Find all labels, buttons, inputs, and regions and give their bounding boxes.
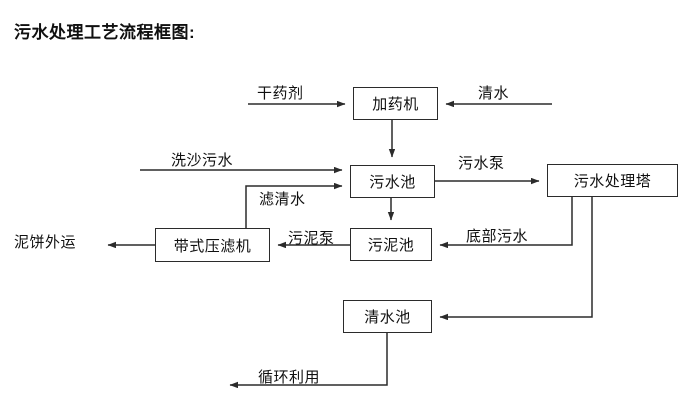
node-clear-water-pool[interactable]: 清水池 [343,300,432,333]
edge-label-clean-water: 清水 [478,85,510,102]
edge-label-recycle: 循环利用 [258,369,321,386]
edge-filtrate [245,182,343,228]
node-dosing-label: 加药机 [372,96,419,113]
node-clear-water-pool-label: 清水池 [364,309,411,326]
node-sewage-pool-label: 污水池 [369,174,416,191]
edge-label-filtrate: 滤清水 [259,191,306,208]
edge-bottom-sewage [439,197,573,249]
node-sludge-pool[interactable]: 污泥池 [350,228,432,261]
node-belt-filter-press[interactable]: 带式压滤机 [155,228,270,262]
edge-label-sewage-pump: 污水泵 [458,155,505,172]
node-belt-filter-press-label: 带式压滤机 [173,237,252,255]
edge-recycle [229,333,388,389]
node-sewage-pool[interactable]: 污水池 [350,165,435,198]
terminal-mud-cake-out: 泥饼外运 [14,234,77,251]
node-dosing[interactable]: 加药机 [353,87,438,120]
edge-label-bottom-sewage: 底部污水 [466,228,529,245]
node-treatment-tower[interactable]: 污水处理塔 [547,164,678,197]
edge-label-sludge-pump: 污泥泵 [288,230,335,247]
edge-label-dry-agent: 干药剂 [257,85,304,102]
edge-label-sand-wash: 洗沙污水 [171,152,234,169]
node-treatment-tower-label: 污水处理塔 [573,173,652,190]
page-title: 污水处理工艺流程框图: [14,23,196,42]
edge-tower-to-clear [439,197,593,321]
node-sludge-pool-label: 污泥池 [367,237,415,254]
